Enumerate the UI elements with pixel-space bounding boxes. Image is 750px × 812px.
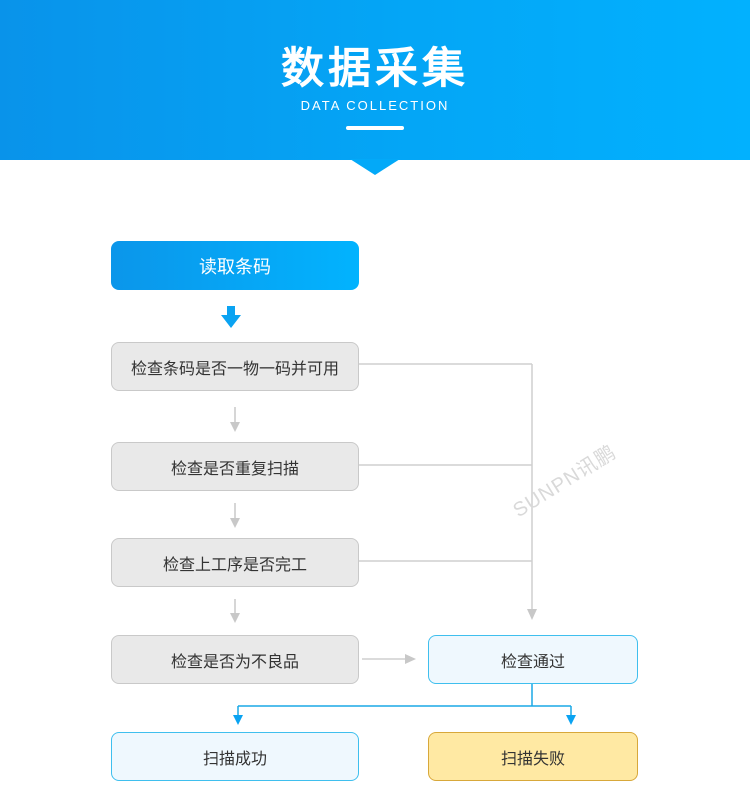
check-pass-label: 检查通过 [500, 651, 565, 671]
page-subtitle: DATA COLLECTION [300, 98, 450, 113]
success-label: 扫描成功 [202, 748, 267, 768]
step-node: 检查上工序是否完工 [111, 538, 359, 587]
check-pass-node: 检查通过 [428, 635, 638, 684]
failure-node: 扫描失败 [428, 732, 638, 781]
start-node: 读取条码 [111, 241, 359, 290]
title-underline [346, 126, 404, 130]
step-label: 检查是否为不良品 [170, 651, 299, 671]
step-node: 检查是否为不良品 [111, 635, 359, 684]
step-label: 检查是否重复扫描 [170, 458, 299, 478]
start-node-label: 读取条码 [199, 256, 271, 278]
header-banner [0, 0, 750, 160]
step-label: 检查上工序是否完工 [162, 554, 307, 574]
success-node: 扫描成功 [111, 732, 359, 781]
header-notch [350, 159, 400, 175]
step-node: 检查条码是否一物一码并可用 [111, 342, 359, 391]
arrow-down-icon [221, 306, 241, 328]
failure-label: 扫描失败 [500, 748, 565, 768]
page-title: 数据采集 [281, 44, 469, 94]
step-label: 检查条码是否一物一码并可用 [130, 358, 339, 378]
step-node: 检查是否重复扫描 [111, 442, 359, 491]
